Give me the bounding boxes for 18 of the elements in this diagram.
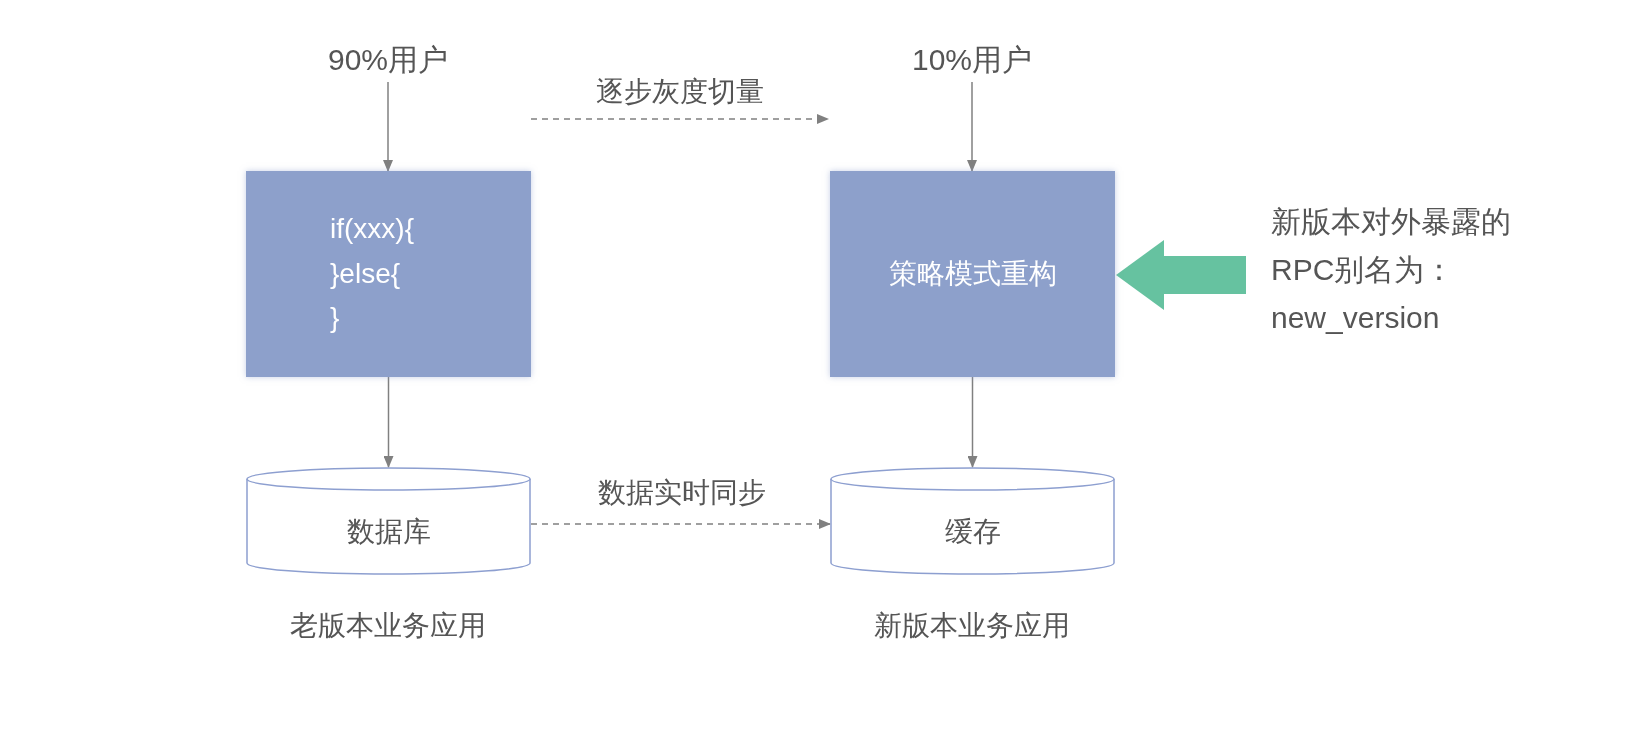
process-box: [830, 171, 1115, 377]
process-box: [246, 171, 531, 377]
node-text: 90%用户: [327, 42, 448, 78]
arrow: [530, 519, 831, 529]
node-text: 新版本对外暴露的RPC别名为：new_version: [1271, 204, 1512, 336]
arrow-label: 逐步灰度切量: [596, 75, 764, 109]
node-label: if(xxx){ }else{ }: [330, 211, 415, 336]
node-label: 策略模式重构: [888, 256, 1057, 291]
caption-text: 老版本业务应用: [290, 609, 486, 643]
arrow: [383, 376, 394, 468]
arrow: [383, 81, 393, 172]
block-arrow: [1116, 240, 1246, 310]
caption-text: 新版本业务应用: [874, 609, 1070, 643]
arrow: [967, 81, 977, 172]
node-label: 缓存: [944, 514, 1001, 549]
arrow: [967, 376, 978, 468]
node-label: 数据库: [346, 514, 431, 549]
node-text: 10%用户: [911, 42, 1032, 78]
